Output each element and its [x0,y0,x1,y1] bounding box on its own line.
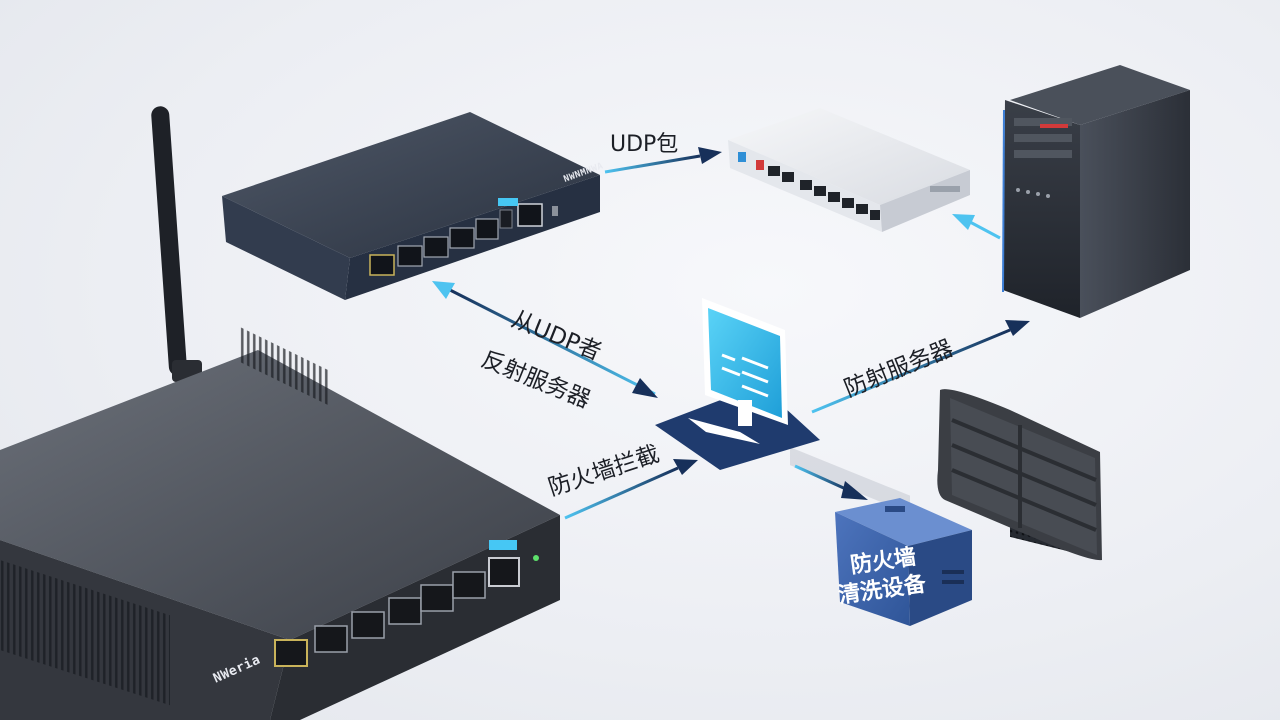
arrow-to-scrubbing-box [794,464,868,500]
wireless-router [0,106,560,720]
arrow-udp-packet [604,147,722,174]
rack-cage [937,389,1102,561]
arrow-to-switch [432,281,656,396]
scrubbing-device-box [835,498,972,626]
arrow-reflect-to-workstation [632,378,658,398]
workstation-computer [655,298,820,470]
switch-ports [369,198,558,276]
router-lan-ports [274,540,539,667]
panel-ports [738,152,960,220]
keyboard-icon [688,400,760,444]
antenna-icon [151,106,202,382]
monitor [702,298,788,425]
network-switch [222,112,600,406]
udp-packet-label: UDP包 [610,132,679,157]
arrow-firewall-block [564,459,698,520]
document-icon [721,353,769,398]
patch-panel-switch [728,108,970,514]
arrow-tower-to-panel [952,214,1001,240]
arrow-to-tower [811,320,1030,414]
